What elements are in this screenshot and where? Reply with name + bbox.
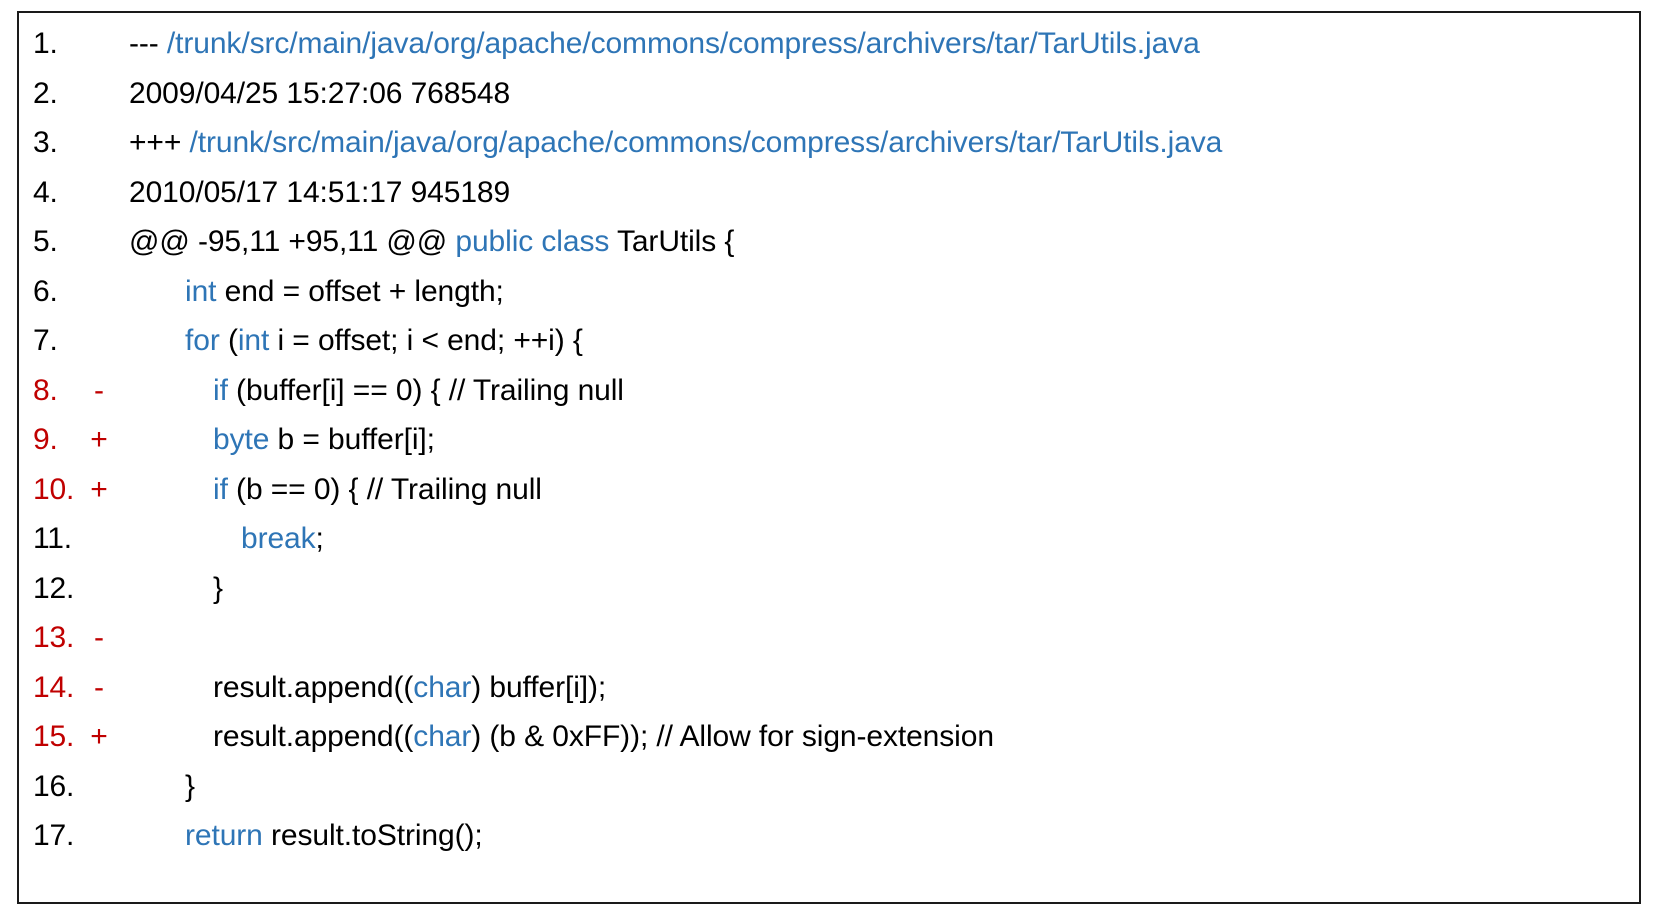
diff-line: 6. int end = offset + length; — [19, 267, 1639, 317]
removed-line-marker: - — [94, 373, 104, 407]
code-keyword: byte — [213, 423, 270, 456]
code-span: result.toString(); — [262, 819, 483, 852]
code-keyword: int — [185, 274, 217, 308]
code-span: b = buffer[i]; — [269, 423, 435, 456]
code-text: if (b == 0) { // Trailing null — [129, 465, 542, 515]
diff-line: 10. + if (b == 0) { // Trailing null — [19, 465, 1639, 515]
code-span: ; — [315, 522, 324, 555]
line-number: 6. — [33, 274, 58, 308]
code-text: result.append((char) buffer[i]); — [129, 663, 606, 713]
added-line-marker: + — [90, 472, 108, 506]
code-span: } — [185, 769, 195, 803]
line-number: 4. — [33, 175, 58, 209]
code-text: --- /trunk/src/main/java/org/apache/comm… — [129, 19, 1200, 69]
code-keyword: /trunk/src/main/java/org/apache/commons/… — [189, 126, 1223, 159]
diff-line: 2. 2009/04/25 15:27:06 768548 — [19, 69, 1639, 119]
code-text: int end = offset + length; — [129, 267, 504, 317]
code-keyword: if — [213, 472, 228, 506]
line-number: 12. — [33, 571, 75, 605]
code-span: 2010/05/17 14:51:17 945189 — [129, 175, 511, 209]
code-span: ) buffer[i]); — [471, 670, 607, 704]
line-number: 2. — [33, 76, 58, 110]
line-number: 5. — [33, 225, 58, 258]
code-span: TarUtils { — [609, 225, 735, 258]
code-span: result.append(( — [213, 670, 414, 704]
diff-line: 5. @@ -95,11 +95,11 @@ public class TarUt… — [19, 217, 1639, 267]
line-number: 17. — [33, 819, 75, 852]
diff-line: 8.-if (buffer[i] == 0) { // Trailing nul… — [19, 366, 1639, 416]
diff-line: 13.- — [19, 613, 1639, 663]
added-line-marker: + — [90, 720, 108, 753]
code-span: @@ -95,11 +95,11 @@ — [129, 225, 456, 258]
code-span: (b == 0) { // Trailing null — [227, 472, 542, 506]
code-keyword: char — [413, 720, 472, 753]
code-text: return result.toString(); — [129, 811, 483, 861]
code-text: 2010/05/17 14:51:17 945189 — [129, 168, 510, 218]
code-span: --- — [129, 27, 167, 60]
code-text: break; — [129, 514, 324, 564]
code-keyword: public class — [455, 225, 610, 258]
line-number: 8. — [33, 373, 58, 407]
diff-line: 4. 2010/05/17 14:51:17 945189 — [19, 168, 1639, 218]
diff-line: 17. return result.toString(); — [19, 811, 1639, 861]
code-keyword: return — [185, 819, 263, 852]
code-text: result.append((char) (b & 0xFF)); // All… — [129, 712, 994, 762]
code-span: 2009/04/25 15:27:06 768548 — [129, 76, 511, 110]
diff-line: 11. break; — [19, 514, 1639, 564]
code-span: result.append(( — [213, 720, 414, 753]
diff-line: 3. +++ /trunk/src/main/java/org/apache/co… — [19, 118, 1639, 168]
line-number: 15. — [33, 720, 75, 753]
removed-line-marker: - — [94, 621, 104, 654]
line-number: 1. — [33, 27, 58, 60]
line-number: 3. — [33, 126, 58, 159]
code-text: +++ /trunk/src/main/java/org/apache/comm… — [129, 118, 1222, 168]
diff-line: 12.} — [19, 564, 1639, 614]
line-number: 7. — [33, 324, 58, 357]
diff-line: 16.} — [19, 762, 1639, 812]
diff-line-list: 1.--- /trunk/src/main/java/org/apache/co… — [19, 19, 1639, 861]
code-text: } — [129, 762, 195, 812]
line-number: 11. — [33, 522, 72, 555]
code-keyword: if — [213, 373, 228, 407]
code-keyword: for — [185, 324, 220, 357]
code-span: end = offset + length; — [216, 274, 504, 308]
diff-line: 7. for (int i = offset; i < end; ++i) { — [19, 316, 1639, 366]
code-span: ) (b & 0xFF)); // Allow for sign-extensi… — [471, 720, 994, 753]
diff-line: 15. + result.append((char) (b & 0xFF)); //… — [19, 712, 1639, 762]
code-keyword: /trunk/src/main/java/org/apache/commons/… — [166, 27, 1200, 60]
code-keyword: int — [237, 324, 270, 357]
line-number: 14. — [33, 670, 75, 704]
code-text: if (buffer[i] == 0) { // Trailing null — [129, 366, 624, 416]
code-span: +++ — [129, 126, 190, 159]
code-text: for (int i = offset; i < end; ++i) { — [129, 316, 583, 366]
code-text: } — [129, 564, 223, 614]
diff-line: 14.-result.append((char) buffer[i]); — [19, 663, 1639, 713]
removed-line-marker: - — [94, 670, 104, 704]
diff-line: 9. + byte b = buffer[i]; — [19, 415, 1639, 465]
code-span: ( — [219, 324, 238, 357]
line-number: 16. — [33, 769, 75, 803]
code-keyword: break — [241, 522, 316, 555]
code-span: } — [213, 571, 223, 605]
code-span: (buffer[i] == 0) { // Trailing null — [227, 373, 624, 407]
line-number: 13. — [33, 621, 75, 654]
line-number: 10. — [33, 472, 75, 506]
diff-viewer-frame: 1.--- /trunk/src/main/java/org/apache/co… — [17, 11, 1641, 904]
code-keyword: char — [413, 670, 472, 704]
code-text: 2009/04/25 15:27:06 768548 — [129, 69, 510, 119]
added-line-marker: + — [90, 423, 108, 456]
code-span: i = offset; i < end; ++i) { — [269, 324, 583, 357]
diff-line: 1. --- /trunk/src/main/java/org/apache/co… — [19, 19, 1639, 69]
line-number: 9. — [33, 423, 58, 456]
code-text: byte b = buffer[i]; — [129, 415, 435, 465]
code-text: @@ -95,11 +95,11 @@ public class TarUtil… — [129, 217, 734, 267]
